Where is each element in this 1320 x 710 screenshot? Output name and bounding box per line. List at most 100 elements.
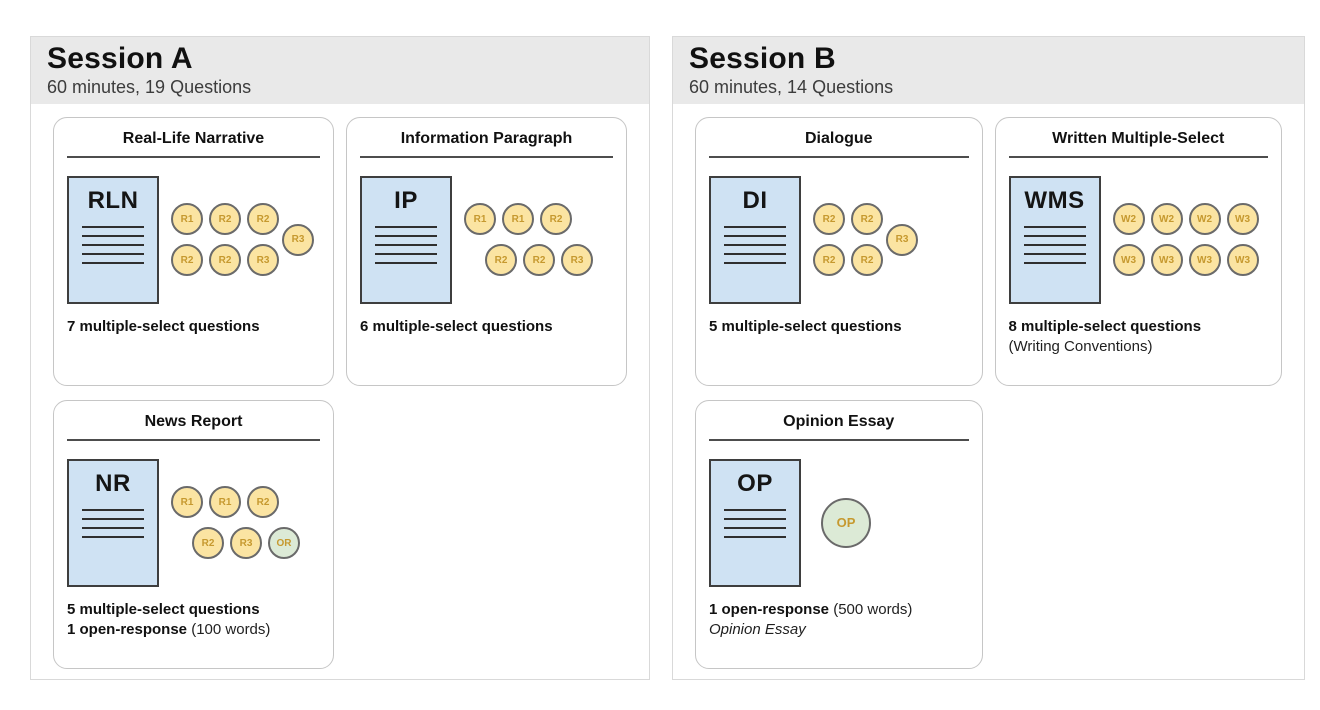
caption-bold: 7 multiple-select questions (67, 317, 260, 335)
card-news-report: News Report NR R1 R1 R2 R2 (53, 400, 334, 670)
question-circle: R2 (247, 203, 279, 236)
caption-bold: 1 open-response (67, 621, 188, 639)
rln-document-icon: RLN (67, 175, 159, 304)
question-cluster: W2 W2 W2 W3 W3 W3 W3 W3 (1112, 203, 1259, 277)
card-caption: 1 open-response (500 words) Opinion Essa… (709, 600, 969, 641)
caption-regular: (100 words) (187, 621, 271, 639)
document-abbr: IP (394, 186, 418, 214)
question-circle: R1 (171, 486, 203, 519)
document-abbr: WMS (1024, 186, 1085, 214)
document-abbr: OP (737, 469, 773, 497)
question-circle: R2 (813, 203, 845, 236)
question-circle: R2 (485, 244, 517, 277)
card-caption: 7 multiple-select questions (67, 317, 320, 337)
document-text-lines (375, 225, 437, 264)
card-caption: 6 multiple-select questions (360, 317, 613, 337)
card-real-life-narrative: Real-Life Narrative RLN R1 R2 R2 (53, 117, 334, 387)
session-subtitle: 60 minutes, 14 Questions (689, 76, 894, 97)
card-caption: 5 multiple-select questions (709, 317, 969, 337)
question-circle: R3 (886, 223, 918, 256)
session-a-panel: Session A 60 minutes, 19 Questions Real-… (30, 36, 650, 680)
question-circle: R1 (502, 203, 534, 236)
card-figure: WMS W2 W2 W2 W3 W3 W3 W (1008, 175, 1269, 305)
session-b-header: Session B 60 minutes, 14 Questions (673, 37, 1304, 105)
card-figure: NR R1 R1 R2 R2 R3 OR (67, 458, 320, 588)
question-circle: W3 (1226, 203, 1259, 236)
question-cluster: OP (813, 497, 871, 548)
question-circle: R1 (171, 203, 203, 236)
card-dialogue: Dialogue DI R2 R2 R2 R2 (695, 117, 983, 387)
caption-bold: 6 multiple-select questions (360, 317, 553, 335)
question-circle: W3 (1226, 244, 1259, 277)
card-caption: 5 multiple-select questions 1 open-respo… (67, 600, 320, 641)
question-circle: W2 (1150, 203, 1183, 236)
card-figure: IP R1 R1 R2 R2 R2 R3 (360, 175, 613, 305)
document-text-lines (82, 225, 144, 264)
card-information-paragraph: Information Paragraph IP R1 R1 R2 (346, 117, 627, 387)
title-underline (360, 155, 613, 158)
question-circle: R2 (523, 244, 555, 277)
title-underline (67, 155, 320, 158)
caption-bold: 1 open-response (709, 600, 830, 618)
card-title: Information Paragraph (400, 130, 573, 148)
di-document-icon: DI (709, 175, 801, 304)
caption-italic: Opinion Essay (709, 621, 806, 639)
caption-bold: 8 multiple-select questions (1008, 317, 1202, 335)
document-text-lines (82, 508, 144, 538)
document-abbr: NR (95, 469, 131, 497)
question-circle: R2 (171, 244, 203, 277)
document-text-lines (724, 508, 786, 538)
document-text-lines (1023, 225, 1086, 264)
question-circle: R3 (230, 527, 262, 560)
card-figure: DI R2 R2 R2 R2 R3 (709, 175, 969, 305)
question-circle: R2 (851, 244, 883, 277)
question-circle: R2 (851, 203, 883, 236)
op-document-icon: OP (709, 458, 801, 587)
card-title: Opinion Essay (783, 413, 895, 431)
title-underline (1008, 155, 1268, 158)
card-title: Dialogue (804, 130, 873, 148)
session-title: Session B (689, 42, 836, 75)
question-circle: R3 (561, 244, 593, 277)
title-underline (709, 438, 969, 441)
nr-document-icon: NR (67, 458, 159, 587)
title-underline (709, 155, 969, 158)
question-circle: R1 (464, 203, 496, 236)
question-circle: R2 (247, 486, 279, 519)
card-figure: RLN R1 R2 R2 R2 R2 R3 (67, 175, 320, 305)
caption-regular: (Writing Conventions) (1008, 338, 1153, 356)
question-circle: R2 (192, 527, 224, 560)
card-figure: OP OP (709, 458, 969, 588)
card-written-multiple-select: Written Multiple-Select WMS W2 W2 W2 W3 (994, 117, 1282, 387)
question-cluster: R1 R2 R2 R2 R2 R3 R3 (171, 203, 314, 277)
question-circle: R3 (282, 223, 314, 256)
session-subtitle: 60 minutes, 19 Questions (47, 76, 252, 97)
question-circle: R1 (209, 486, 241, 519)
session-a-header: Session A 60 minutes, 19 Questions (31, 37, 649, 105)
ip-document-icon: IP (360, 175, 452, 304)
title-underline (67, 438, 320, 441)
question-circle: W2 (1188, 203, 1221, 236)
session-b-cards: Dialogue DI R2 R2 R2 R2 (673, 104, 1304, 681)
session-title: Session A (47, 42, 193, 75)
card-title: Written Multiple-Select (1052, 130, 1225, 148)
question-cluster: R1 R1 R2 R2 R3 OR (171, 486, 300, 560)
card-caption: 8 multiple-select questions (Writing Con… (1009, 317, 1269, 358)
empty-grid-cell (346, 400, 627, 669)
question-circle: R3 (247, 244, 279, 277)
question-circle: W3 (1188, 244, 1221, 277)
card-title: News Report (144, 413, 243, 431)
session-b-panel: Session B 60 minutes, 14 Questions Dialo… (672, 36, 1305, 680)
question-cluster: R2 R2 R2 R2 R3 (813, 203, 918, 277)
caption-bold: 5 multiple-select questions (67, 600, 260, 618)
question-circle: W3 (1112, 244, 1145, 277)
wms-document-icon: WMS (1008, 175, 1101, 304)
document-text-lines (724, 225, 786, 264)
open-response-circle: OR (268, 527, 300, 560)
question-circle: R2 (813, 244, 845, 277)
question-circle: W3 (1150, 244, 1183, 277)
session-a-cards: Real-Life Narrative RLN R1 R2 R2 (31, 104, 649, 681)
question-circle: R2 (209, 203, 241, 236)
card-opinion-essay: Opinion Essay OP OP 1 open-response (500… (695, 400, 983, 670)
question-circle: W2 (1112, 203, 1145, 236)
